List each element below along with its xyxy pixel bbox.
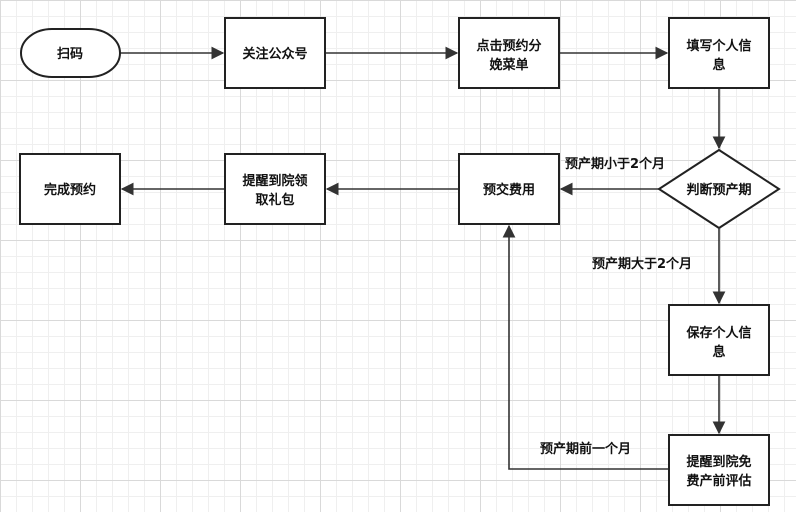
- node-done: 完成预约: [19, 153, 121, 225]
- edge-label-more-2-months: 预产期大于2个月: [592, 256, 692, 272]
- node-save-info-label-line1: 保存个人信: [685, 325, 751, 341]
- node-judge-label: 判断预产期: [686, 182, 751, 198]
- node-prepay-label: 预交费用: [483, 182, 535, 198]
- node-remind-eval-label-line2: 费产前评估: [686, 473, 751, 489]
- node-fill-info-label-line1: 填写个人信: [686, 38, 751, 54]
- edge-remind-eval-to-prepay: [502, 224, 669, 470]
- node-save-info: 保存个人信 息: [668, 304, 770, 376]
- node-click-menu-label-line1: 点击预约分: [476, 38, 541, 54]
- node-follow: 关注公众号: [224, 17, 326, 89]
- node-remind-gift-label-line2: 取礼包: [255, 192, 294, 208]
- edge-label-one-month-before: 预产期前一个月: [540, 441, 631, 457]
- node-scan-label: 扫码: [57, 46, 83, 62]
- node-remind-eval: 提醒到院免 费产前评估: [668, 434, 770, 506]
- node-click-menu-label-line2: 娩菜单: [488, 57, 528, 73]
- node-fill-info-label-line2: 息: [712, 57, 725, 73]
- node-remind-gift: 提醒到院领 取礼包: [224, 153, 326, 225]
- edge-label-less-2-months: 预产期小于2个月: [565, 156, 665, 172]
- node-prepay: 预交费用: [458, 153, 560, 225]
- node-remind-eval-label-line1: 提醒到院免: [686, 454, 751, 470]
- node-remind-gift-label-line1: 提醒到院领: [242, 173, 307, 189]
- node-fill-info: 填写个人信 息: [668, 17, 770, 89]
- node-save-info-label-line2: 息: [712, 344, 725, 360]
- node-click-menu: 点击预约分 娩菜单: [458, 17, 560, 89]
- node-done-label: 完成预约: [44, 182, 96, 198]
- node-follow-label: 关注公众号: [242, 46, 307, 62]
- node-scan: 扫码: [20, 28, 121, 78]
- node-judge: 判断预产期: [657, 148, 781, 230]
